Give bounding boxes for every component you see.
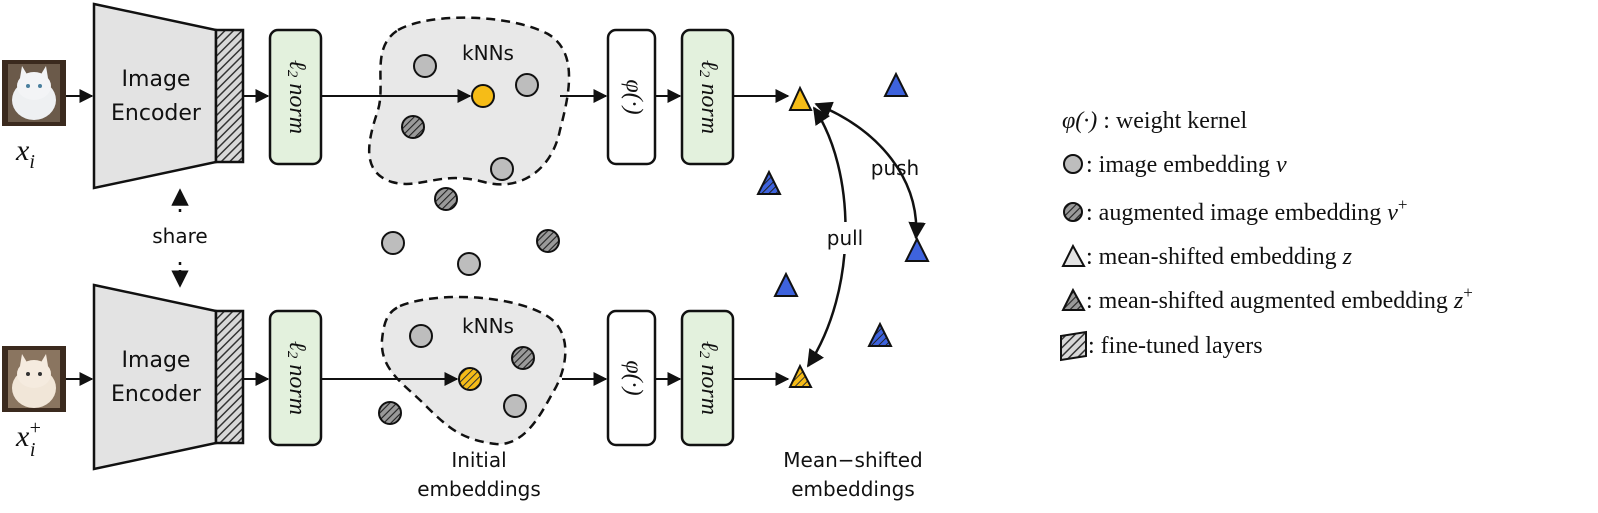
l2-norm-label-bottom-2: ℓ2 norm xyxy=(696,341,723,415)
scattered-embeddings xyxy=(378,157,560,425)
l2-norm-label-bottom-1: ℓ2 norm xyxy=(284,341,311,415)
cat-image-top xyxy=(2,60,66,126)
hatched-embedding-dot xyxy=(434,187,458,211)
knn-label-top: kNNs xyxy=(462,41,514,65)
image-encoder-bottom xyxy=(92,283,218,471)
shifted-dot xyxy=(883,71,909,97)
legend-item-phi: φ(·) : weight kernel xyxy=(1062,108,1248,134)
hatched-shifted-dot xyxy=(867,321,893,347)
phi-label-top: φ(·) xyxy=(620,79,646,114)
mean-shifted-embedding-top xyxy=(788,85,813,111)
query-embedding-top xyxy=(471,84,495,108)
encoder-label-top-2: Encoder xyxy=(111,101,202,126)
legend-item-mean-shifted-augmented: : mean-shifted augmented embedding z+ xyxy=(1086,283,1473,314)
legend-item-mean-shifted: : mean-shifted embedding z xyxy=(1086,244,1353,270)
encoder-label-bottom-2: Encoder xyxy=(111,382,202,407)
l2-norm-label-top-2: ℓ2 norm xyxy=(696,60,723,134)
fine-tuned-layers-bottom xyxy=(214,309,245,445)
embedding-dot xyxy=(490,157,514,181)
share-indicator: share xyxy=(152,188,208,288)
l2-norm-label-top-1: ℓ2 norm xyxy=(284,60,311,134)
caption-initial-1: Initial xyxy=(451,448,506,472)
phi-label-bottom: φ(·) xyxy=(620,360,646,395)
legend-item-augmented-embedding: : augmented image embedding v+ xyxy=(1086,195,1408,226)
hatched-circle-icon xyxy=(1063,202,1083,222)
triangle-outline-icon xyxy=(1061,243,1086,267)
hatched-triangle-icon xyxy=(1061,287,1086,311)
caption-mean-1: Mean−shifted xyxy=(783,448,922,472)
neighbor-dot xyxy=(409,324,433,348)
push-label: push xyxy=(871,156,919,180)
query-embedding-bottom xyxy=(458,367,482,391)
shifted-dot xyxy=(904,236,930,262)
encoder-label-bottom-1: Image xyxy=(122,348,191,373)
caption-initial-2: embeddings xyxy=(417,477,541,501)
neighbor-dot xyxy=(413,54,437,78)
push-pull-arrows: push pull xyxy=(806,101,926,368)
input-label-bottom: x+i xyxy=(15,417,42,461)
legend-item-image-embedding: : image embedding v xyxy=(1086,152,1287,178)
gray-circle-icon xyxy=(1063,154,1083,174)
image-encoder-top xyxy=(92,2,218,190)
hatched-embedding-dot xyxy=(536,229,560,253)
shifted-dot xyxy=(773,271,799,297)
share-label: share xyxy=(152,224,207,248)
hatched-neighbor-dot xyxy=(401,115,425,139)
scattered-shifted-embeddings xyxy=(756,71,930,347)
legend: φ(·) : weight kernel : image embedding v… xyxy=(1060,108,1473,362)
embedding-dot xyxy=(381,231,405,255)
pull-label: pull xyxy=(827,226,863,250)
mean-shifted-embedding-bottom xyxy=(788,363,813,388)
caption-mean-2: embeddings xyxy=(791,477,915,501)
legend-item-fine-tuned: : fine-tuned layers xyxy=(1088,333,1263,359)
push-arrow xyxy=(814,101,926,240)
hatched-shifted-dot xyxy=(756,169,782,195)
embedding-dot xyxy=(457,252,481,276)
cat-image-bottom xyxy=(2,346,66,412)
hatched-block-icon xyxy=(1060,330,1087,362)
neighbor-dot xyxy=(515,73,539,97)
input-label-top: xi xyxy=(15,134,35,173)
top-row: xi Image Encoder ℓ2 norm kNNs φ(·) ℓ2 no… xyxy=(2,2,813,190)
hatched-neighbor-dot xyxy=(511,346,535,370)
encoder-label-top-1: Image xyxy=(122,67,191,92)
bottom-row: x+i Image Encoder ℓ2 norm kNNs φ(·) ℓ2 n… xyxy=(2,283,813,471)
knn-label-bottom: kNNs xyxy=(462,314,514,338)
neighbor-dot xyxy=(503,394,527,418)
fine-tuned-layers-top xyxy=(214,28,245,164)
hatched-embedding-dot xyxy=(378,401,402,425)
